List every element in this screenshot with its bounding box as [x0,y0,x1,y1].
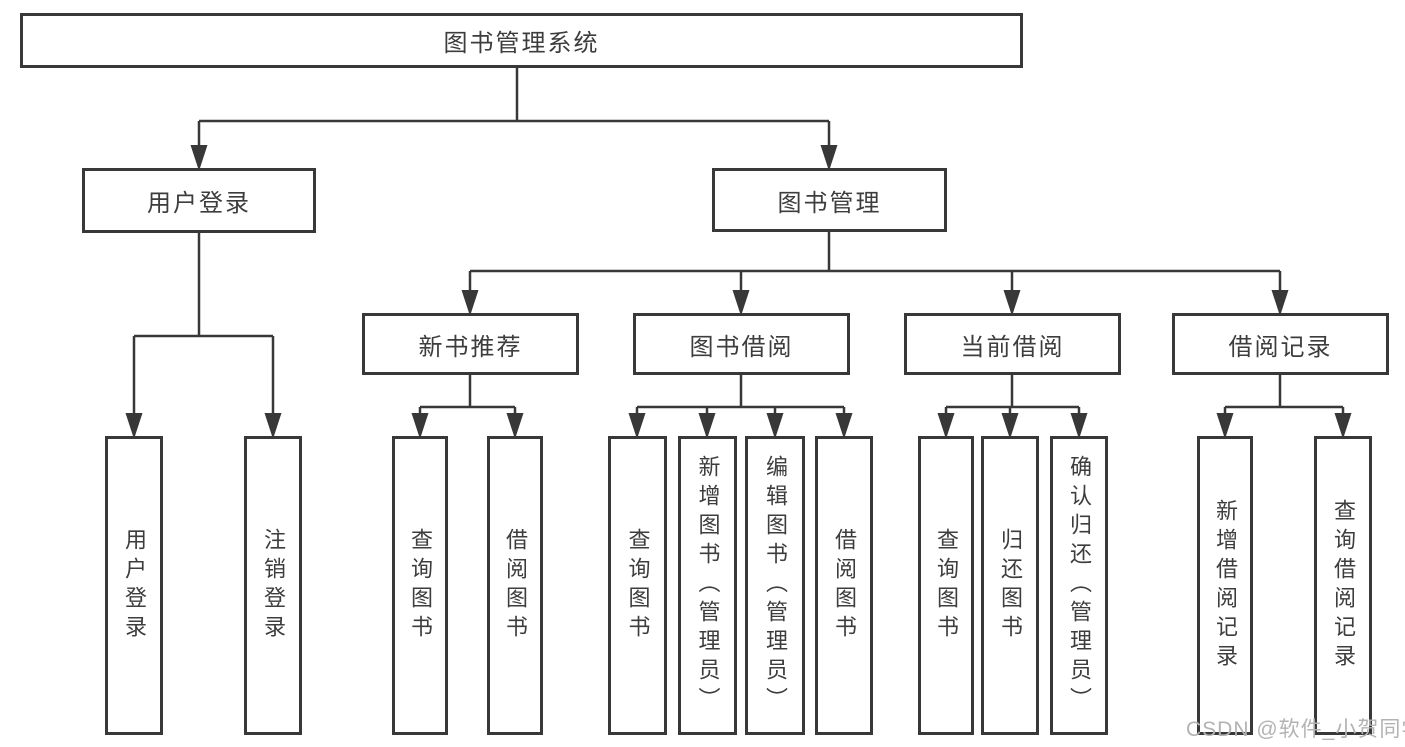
leaf-borrow-books: 借阅图书 [815,436,873,735]
leaf-query-borrow-record: 查询借阅记录 [1314,436,1372,735]
node-label: 当前借阅 [960,333,1065,361]
leaf-label: 查询图书 [408,527,433,644]
csdn-watermark: CSDN @软件_小贺同学 [1186,718,1405,741]
leaf-add-borrow-record: 新增借阅记录 [1197,436,1253,735]
node-user-login: 用户登录 [82,168,316,233]
node-library-system: 图书管理系统 [20,13,1023,68]
leaf-label: 查询图书 [934,527,959,644]
node-book-borrowing: 图书借阅 [633,313,850,375]
leaf-logout: 注销登录 [244,436,302,735]
leaf-borrow-books: 借阅图书 [487,436,543,735]
leaf-query-books: 查询图书 [392,436,448,735]
leaf-label: 确认归还（管理员） [1067,455,1092,716]
node-new-book-recommend: 新书推荐 [362,313,579,375]
leaf-label: 查询图书 [625,527,651,644]
leaf-confirm-return-admin: 确认归还（管理员） [1050,436,1108,735]
leaf-label: 借阅图书 [503,527,528,644]
leaf-label: 新增借阅记录 [1213,498,1238,673]
leaf-label: 借阅图书 [832,527,857,644]
node-label: 用户登录 [147,190,251,217]
node-label: 图书管理系统 [443,30,600,57]
node-book-management: 图书管理 [712,168,947,232]
node-label: 图书借阅 [689,333,794,361]
leaf-label: 查询借阅记录 [1331,498,1356,673]
leaf-label: 注销登录 [261,527,286,644]
leaf-add-books-admin: 新增图书（管理员） [678,436,737,735]
node-label: 图书管理 [777,189,882,217]
node-borrowing-records: 借阅记录 [1172,313,1389,375]
leaf-label: 新增图书（管理员） [695,455,721,716]
leaf-user-login: 用户登录 [105,436,163,735]
node-label: 新书推荐 [418,333,523,361]
node-label: 借阅记录 [1228,333,1333,361]
leaf-label: 编辑图书（管理员） [763,455,788,716]
leaf-edit-books-admin: 编辑图书（管理员） [745,436,805,735]
leaf-query-books: 查询图书 [918,436,974,735]
leaf-return-books: 归还图书 [981,436,1039,735]
node-current-borrowing: 当前借阅 [904,313,1121,375]
leaf-label: 用户登录 [122,527,147,644]
leaf-label: 归还图书 [998,527,1023,644]
leaf-query-books: 查询图书 [608,436,667,735]
